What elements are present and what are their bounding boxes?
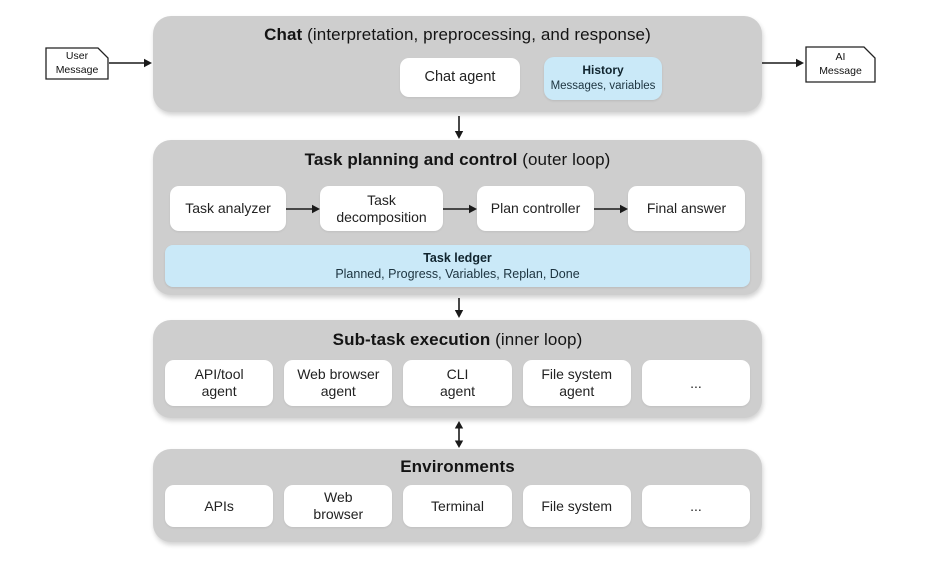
- step-arrow-icon: [443, 204, 477, 213]
- chat-title-bold: Chat: [264, 25, 303, 44]
- more-agents-box: ...: [641, 360, 751, 406]
- task-planning-section: Task planning and control (outer loop) T…: [153, 140, 762, 295]
- user-message-shape: User Message: [45, 47, 109, 80]
- history-subtitle: Messages, variables: [550, 79, 656, 92]
- user-message-label: User Message: [55, 49, 99, 76]
- final-answer-box: Final answer: [628, 186, 745, 231]
- task-ledger-box: Task ledger Planned, Progress, Variables…: [165, 245, 750, 287]
- terminal-box: Terminal: [403, 485, 512, 527]
- apis-box: APIs: [165, 485, 274, 527]
- api-tool-agent-box: API/tool agent: [165, 360, 274, 406]
- task-planning-title-bold: Task planning and control: [304, 150, 518, 169]
- chat-section-title: Chat (interpretation, preprocessing, and…: [153, 16, 762, 45]
- ai-message-shape: AI Message: [805, 46, 876, 83]
- task-decomposition-box: Task decomposition: [320, 186, 443, 231]
- subtask-agents-row: API/tool agent Web browser agent CLI age…: [165, 360, 751, 406]
- subtask-execution-section: Sub-task execution (inner loop) API/tool…: [153, 320, 762, 418]
- web-browser-agent-box: Web browser agent: [284, 360, 393, 406]
- chat-section: Chat (interpretation, preprocessing, and…: [153, 16, 762, 112]
- history-box: History Messages, variables: [544, 57, 662, 100]
- step-arrow-icon: [286, 204, 320, 213]
- task-ledger-title: Task ledger: [423, 250, 492, 265]
- history-title: History: [582, 63, 624, 78]
- environments-row: APIs Web browser Terminal File system ..…: [165, 485, 751, 527]
- step-arrow-icon: [594, 204, 628, 213]
- task-planning-title: Task planning and control (outer loop): [153, 140, 762, 170]
- subtask-title-bold: Sub-task execution: [332, 330, 491, 349]
- file-system-box: File system: [522, 485, 631, 527]
- plan-controller-box: Plan controller: [477, 186, 594, 231]
- environments-section: Environments APIs Web browser Terminal F…: [153, 449, 762, 542]
- cli-agent-box: CLI agent: [403, 360, 512, 406]
- note-shape-icon: [45, 47, 109, 80]
- task-analyzer-box: Task analyzer: [170, 186, 286, 231]
- chat-title-rest: (interpretation, preprocessing, and resp…: [302, 25, 651, 44]
- more-environments-box: ...: [641, 485, 751, 527]
- environments-title: Environments: [153, 449, 762, 477]
- subtask-execution-title: Sub-task execution (inner loop): [153, 320, 762, 350]
- double-arrow-subtask-environments: [454, 421, 464, 448]
- file-system-agent-box: File system agent: [522, 360, 631, 406]
- arrow-chat-to-ai: [762, 58, 804, 68]
- environments-title-bold: Environments: [400, 457, 515, 476]
- planning-steps-row: Task analyzer Task decomposition Plan co…: [165, 186, 750, 231]
- arrow-user-to-chat: [109, 58, 152, 68]
- note-shape-icon: [805, 46, 876, 83]
- task-ledger-subtitle: Planned, Progress, Variables, Replan, Do…: [335, 267, 580, 281]
- task-planning-title-rest: (outer loop): [517, 150, 611, 169]
- chat-agent-box: Chat agent: [400, 58, 520, 97]
- subtask-title-rest: (inner loop): [490, 330, 583, 349]
- arrow-planning-to-subtask: [454, 298, 464, 318]
- ai-message-label: AI Message: [819, 50, 862, 77]
- web-browser-box: Web browser: [284, 485, 393, 527]
- arrow-chat-to-planning: [454, 116, 464, 139]
